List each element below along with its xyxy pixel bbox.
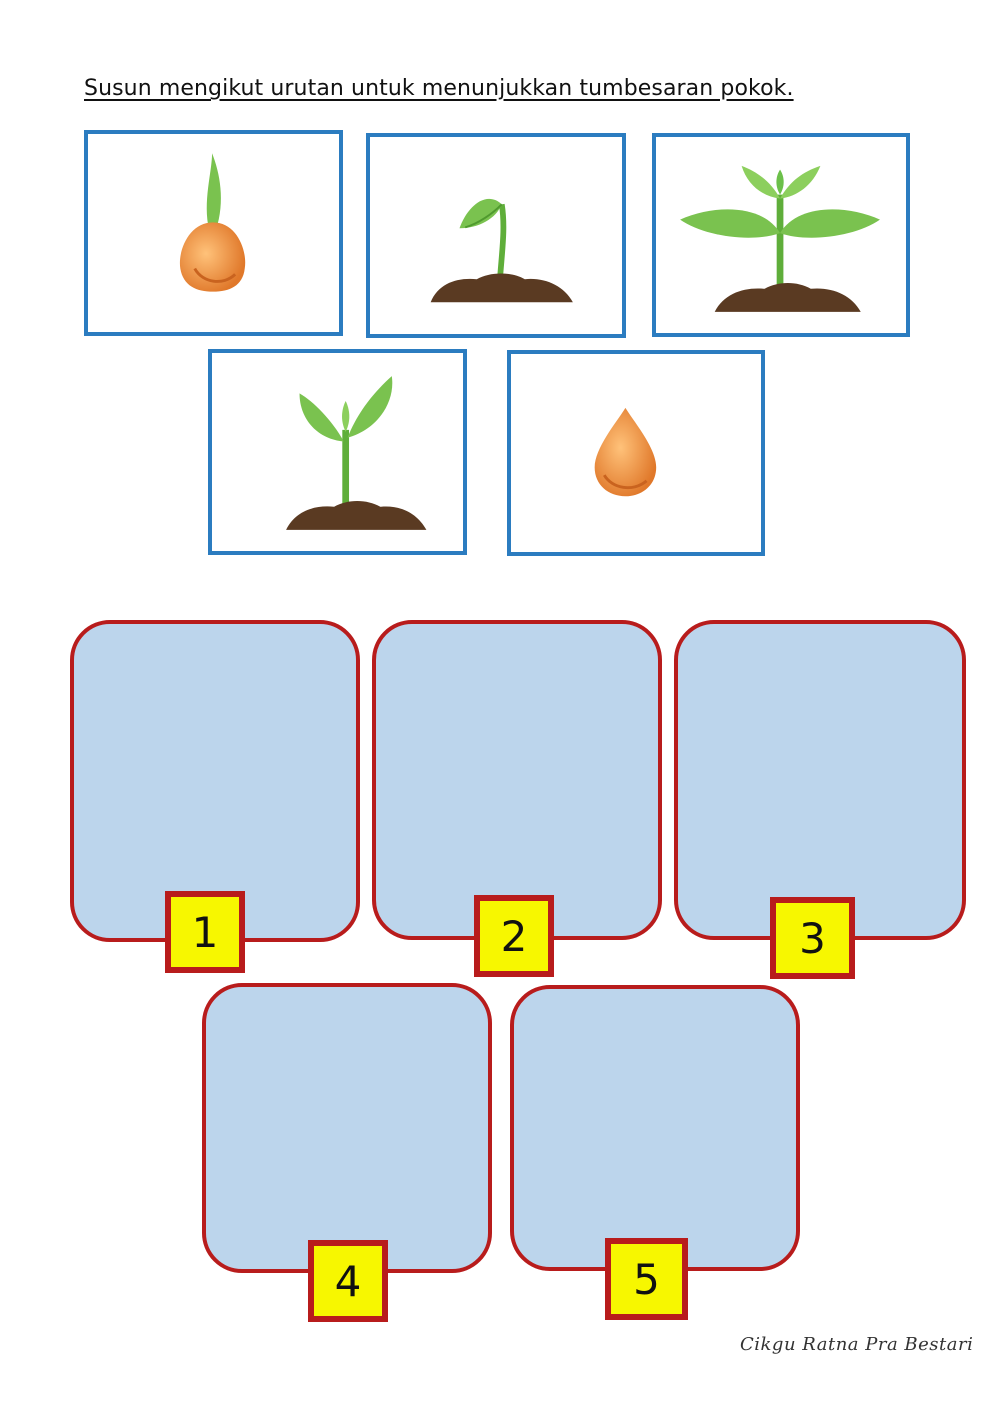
young-plant-four-leaves-icon [680, 165, 880, 312]
germinating-seed-icon [179, 153, 246, 292]
drop-slot-1[interactable] [70, 620, 360, 942]
seed-icon [594, 407, 657, 497]
slot-number-badge: 1 [165, 891, 245, 973]
card-seedling-two-leaves[interactable] [208, 349, 467, 555]
slot-number-badge: 5 [605, 1238, 688, 1320]
drop-slot-5[interactable] [510, 985, 800, 1271]
card-germinating-seed[interactable] [84, 130, 343, 336]
card-sprout-in-soil[interactable] [366, 133, 626, 338]
author-signature: Cikgu Ratna Pra Bestari [740, 1334, 974, 1355]
drop-slot-3[interactable] [674, 620, 966, 940]
sprout-in-soil-icon [430, 198, 573, 303]
seedling-two-leaves-icon [286, 376, 427, 530]
slot-number-badge: 4 [308, 1240, 388, 1322]
card-seed[interactable] [507, 350, 765, 556]
drop-slot-2[interactable] [372, 620, 662, 940]
slot-number-badge: 2 [474, 895, 554, 977]
instruction-title: Susun mengikut urutan untuk menunjukkan … [84, 76, 794, 101]
card-young-plant-four-leaves[interactable] [652, 133, 910, 337]
drop-slot-4[interactable] [202, 983, 492, 1273]
slot-number-badge: 3 [770, 897, 855, 979]
